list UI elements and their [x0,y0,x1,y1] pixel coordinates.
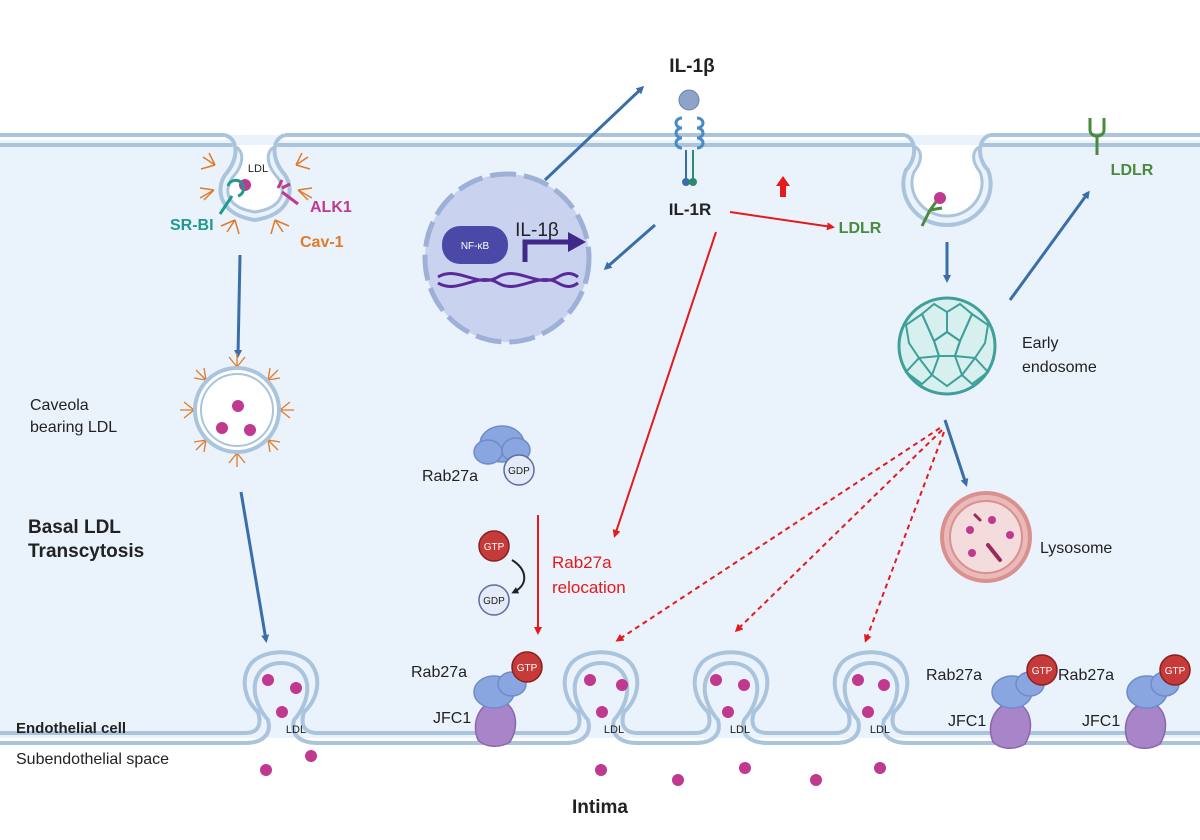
basal-transcytosis-line2: Transcytosis [28,541,144,562]
caveola-label-line2: bearing LDL [30,419,117,436]
endothelial-cell-body [0,133,1200,738]
rab27a-gdp-protein [473,425,535,486]
gdp-cycle-label: GDP [483,596,505,607]
basal-membrane [0,650,1200,840]
il1b-ligand-label: IL-1β [669,56,714,77]
rab27a-r2-label: Rab27a [1058,667,1114,684]
rab27a-jfc1-complex-left [473,651,543,747]
ldl-vesicle-label-1: LDL [286,724,306,736]
gtp-hydrolysis-arrow [511,559,526,594]
gdp-badge-1: GDP [508,466,530,477]
ldlr-top-label: LDLR [1111,162,1154,179]
lysosome [940,491,1032,583]
caveola-label-line1: Caveola [30,397,89,414]
gtp-badge-cycle [478,530,510,562]
cav1-label: Cav-1 [300,234,344,251]
nfkb-label: NF-κB [461,241,490,252]
dashed-arrow-to-vesicle-2 [734,429,943,633]
gtp-r2-label: GTP [1165,666,1186,677]
ldl-vesicle-label-4: LDL [870,724,890,736]
il1r-receptor [674,89,705,186]
nfkb-protein [442,226,508,264]
clathrin-pit [901,133,993,228]
dashed-arrow-to-vesicle-1 [615,427,941,642]
arrow-caveola-internalize [234,254,243,358]
arrow-il1b-secretion [543,85,645,182]
jfc1-left-label: JFC1 [433,710,471,727]
caveola-vesicle [180,353,294,467]
ldl-vesicle-label-3: LDL [730,724,750,736]
arrow-endosome-to-surface [1008,190,1090,301]
ldl-caveola-label: LDL [248,163,268,175]
gdp-badge-cycle [478,584,510,616]
dashed-arrow-to-vesicle-3 [864,431,945,643]
alk1-label: ALK1 [310,199,352,216]
gtp-r1-label: GTP [1032,666,1053,677]
rab27a-r1-label: Rab27a [926,667,982,684]
jfc1-r2-label: JFC1 [1082,713,1120,730]
srbi-label: SR-BI [170,217,214,234]
endothelial-cell-label: Endothelial cell [16,720,126,737]
subendothelial-space-label: Subendothelial space [16,751,169,768]
relocation-label-line2: relocation [552,578,626,597]
rab27a-gdp-label: Rab27a [422,468,478,485]
il1b-gene-label: IL-1β [515,220,559,241]
rab27a-jfc1-complex-right-1 [989,654,1058,749]
jfc1-r1-label: JFC1 [948,713,986,730]
relocation-label-line1: Rab27a [552,553,612,572]
ldl-vesicle-label-2: LDL [604,724,624,736]
early-endosome [897,296,997,396]
ldlr-surface-receptor [1088,118,1106,155]
rab27a-left-label: Rab27a [411,664,467,681]
lysosome-label: Lysosome [1040,540,1112,557]
ldlr-mid-label: LDLR [839,220,882,237]
arrow-il1r-to-nucleus [603,223,656,270]
arrow-il1r-to-ldlr [729,211,835,231]
nucleus [422,171,592,345]
intima-label: Intima [572,797,628,818]
rab27a-jfc1-complex-right-2 [1124,654,1191,749]
early-endosome-label-line2: endosome [1022,359,1097,376]
il1r-label: IL-1R [669,200,712,219]
arrow-il1r-to-rab27a [612,231,717,538]
early-endosome-label-line1: Early [1022,335,1058,352]
released-ldl-particles [260,750,886,786]
arrow-vesicle-to-basal [239,491,270,643]
srbi-receptor [218,178,246,215]
alk1-receptor [276,179,299,206]
arrow-endosome-to-lysosome [943,419,969,487]
gtp-left-label: GTP [517,663,538,674]
upregulation-arrow [776,176,790,197]
gtp-cycle-label: GTP [484,542,505,553]
basal-transcytosis-line1: Basal LDL [28,517,121,538]
vesicle-ldl-particles [262,674,890,718]
